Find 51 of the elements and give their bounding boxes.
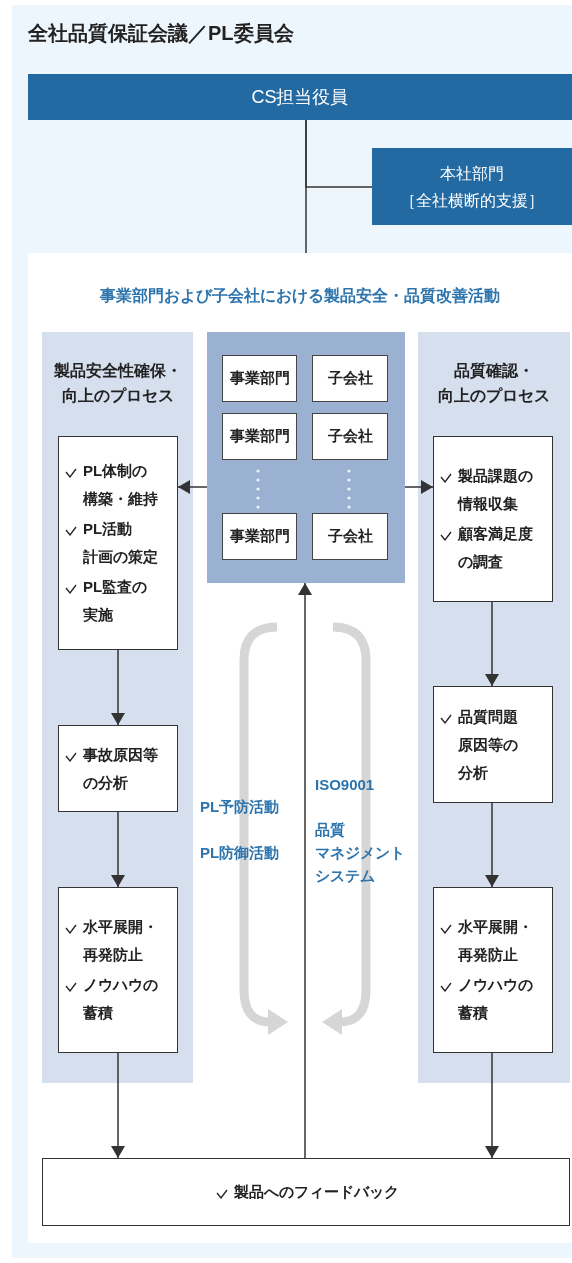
checklist-text: PL体制の構築・維持 <box>83 461 158 509</box>
arrow <box>404 480 434 494</box>
arrow <box>111 1052 125 1159</box>
checklist-text: ノウハウの蓄積 <box>458 975 533 1023</box>
process-band <box>42 332 193 1083</box>
arrow <box>111 811 125 888</box>
feedback-box <box>42 1158 570 1226</box>
section-heading: 事業部門および子会社における製品安全・品質改善活動 <box>99 286 501 306</box>
unit-box: 事業部門 <box>222 355 297 402</box>
activity-label: 品質マネジメントシステム <box>315 820 406 886</box>
process-heading: 品質確認・向上のプロセス <box>437 361 551 406</box>
process-box <box>58 887 178 1053</box>
box-title: 本社部門 <box>440 163 504 184</box>
role-bar: CS担当役員 <box>28 74 572 120</box>
activity-label: PL防御活動 <box>200 843 281 863</box>
activity-panel <box>28 253 572 1243</box>
arrow <box>177 480 208 494</box>
process-box <box>58 725 178 812</box>
arrow <box>485 802 499 888</box>
checklist-text: 水平展開・再発防止 <box>83 917 158 965</box>
checklist-text: PL活動計画の策定 <box>83 519 158 567</box>
process-box <box>433 887 553 1053</box>
organization-group <box>207 332 405 583</box>
activity-label: PL予防活動 <box>200 797 281 817</box>
arrow <box>485 601 499 687</box>
process-band <box>418 332 570 1083</box>
box-subtitle: ［全社横断的支援］ <box>400 190 544 211</box>
process-heading: 製品安全性確保・向上のプロセス <box>52 361 183 406</box>
arrow <box>485 1052 499 1159</box>
arrow <box>111 649 125 726</box>
checklist-text: 製品課題の情報収集 <box>458 466 533 514</box>
process-box <box>433 686 553 803</box>
unit-box: 子会社 <box>312 413 388 460</box>
page-title: 全社品質保証会議／PL委員会 <box>28 21 294 46</box>
arrow <box>298 582 312 1159</box>
checklist-text: 水平展開・再発防止 <box>458 917 533 965</box>
unit-box: 事業部門 <box>222 413 297 460</box>
process-box <box>433 436 553 602</box>
unit-box: 事業部門 <box>222 513 297 560</box>
unit-box: 子会社 <box>312 513 388 560</box>
process-box <box>58 436 178 650</box>
checklist-text: PL監査の実施 <box>83 577 148 625</box>
connector-line <box>305 119 307 254</box>
department-box <box>372 148 572 225</box>
checklist-text: 顧客満足度の調査 <box>458 524 533 572</box>
unit-box: 子会社 <box>312 355 388 402</box>
checklist-text: 品質問題原因等の分析 <box>458 706 518 783</box>
checklist-text: 製品へのフィードバック <box>233 1182 399 1202</box>
activity-label: ISO9001 <box>315 775 376 795</box>
checklist-text: 事故原因等の分析 <box>83 744 158 793</box>
checklist-text: ノウハウの蓄積 <box>83 975 158 1023</box>
